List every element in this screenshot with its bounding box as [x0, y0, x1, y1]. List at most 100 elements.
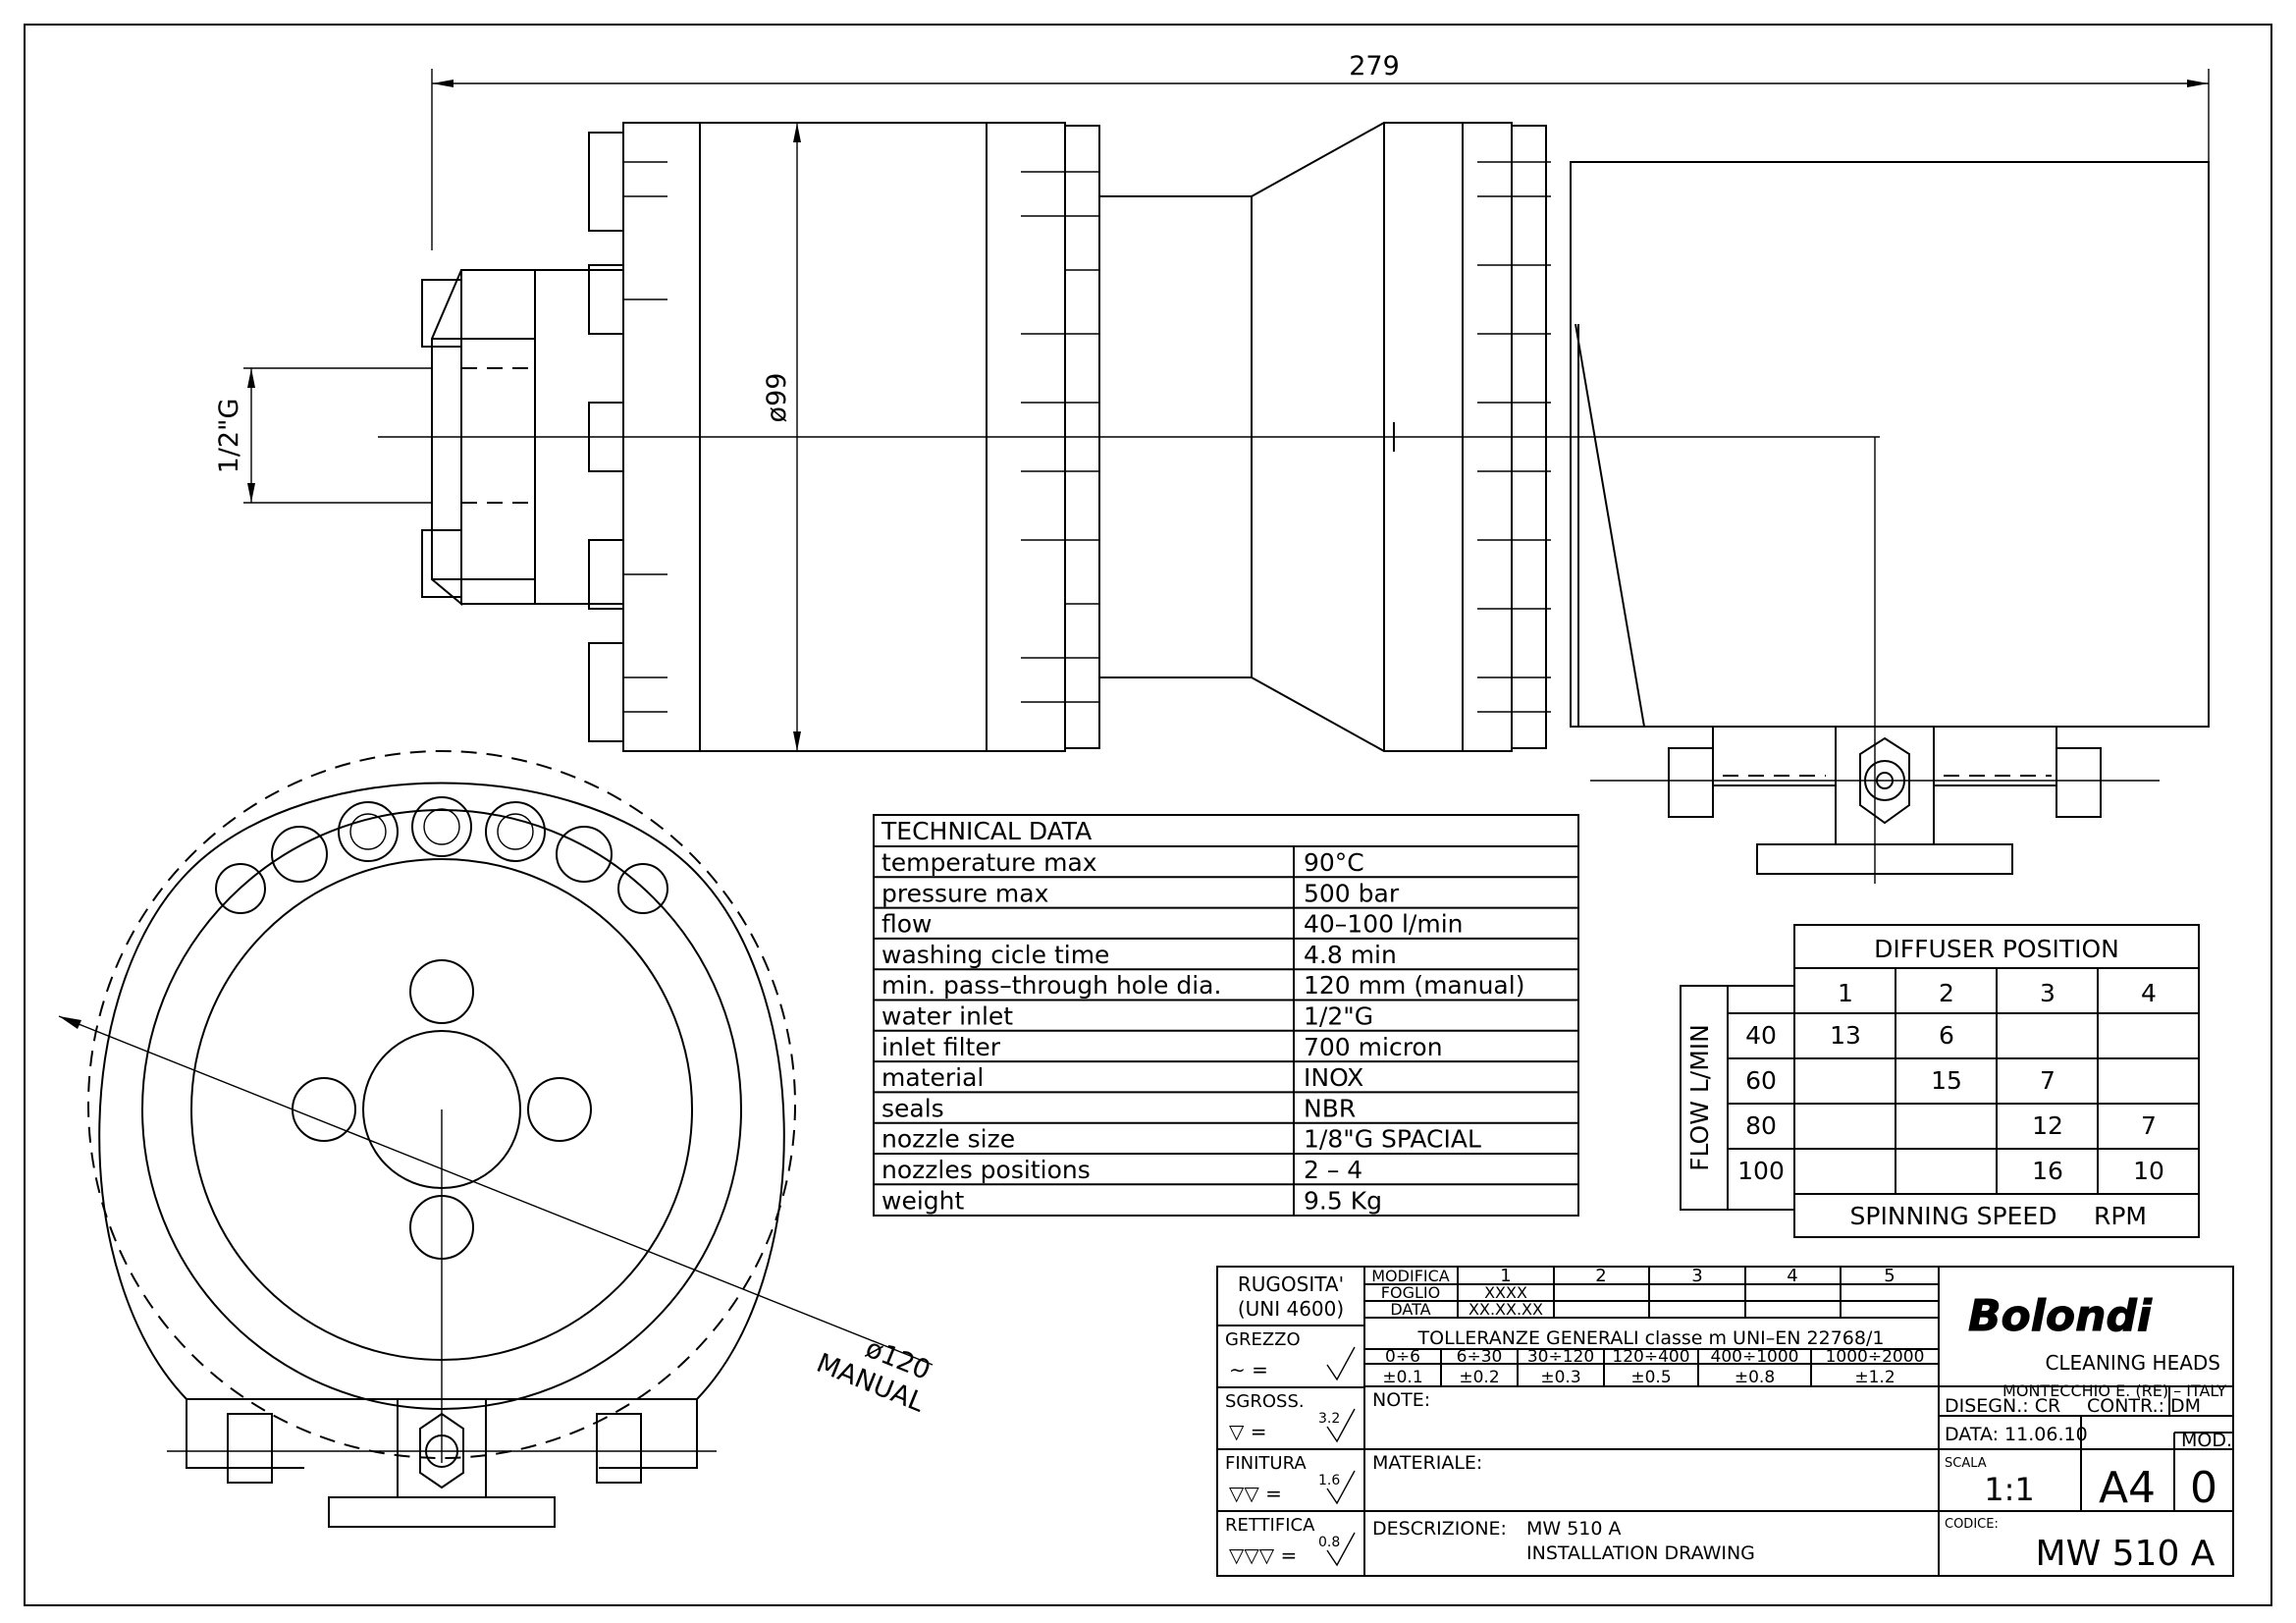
- descrizione-label: DESCRIZIONE:: [1372, 1518, 1507, 1540]
- td-value: 1/2"G: [1304, 1002, 1373, 1031]
- finish-check-mark: [1326, 1408, 1356, 1443]
- finish-name: RETTIFICA: [1225, 1515, 1315, 1536]
- flow-axis-label: FLOW L/MIN: [1685, 1024, 1714, 1171]
- diffuser-title: DIFFUSER POSITION: [1874, 935, 2119, 963]
- tolerance-value: ±0.1: [1382, 1368, 1422, 1387]
- flow-value: 100: [1737, 1157, 1785, 1185]
- td-label: flow: [881, 910, 933, 939]
- tolerance-value: ±0.3: [1540, 1368, 1580, 1387]
- flow-value: 60: [1745, 1066, 1777, 1095]
- inlet-fitting-body: [460, 269, 536, 605]
- flow-value: 80: [1745, 1111, 1777, 1140]
- end-port-top: [409, 959, 474, 1024]
- diffuser-column-header: 4: [2141, 979, 2157, 1007]
- rpm-cell: 7: [2040, 1066, 2056, 1095]
- modifica-column: 1: [1500, 1266, 1511, 1286]
- modifica-column: 3: [1691, 1266, 1702, 1286]
- base-plate: [1756, 843, 2013, 875]
- rpm-label: RPM: [2094, 1202, 2147, 1230]
- td-value: 4.8 min: [1304, 941, 1397, 969]
- finish-symbol: ▽▽ =: [1229, 1482, 1282, 1505]
- dim-arrow-left: [432, 80, 454, 87]
- finish-value: 1.6: [1318, 1473, 1340, 1488]
- td-value: 90°C: [1304, 848, 1364, 877]
- title-block: RUGOSITA' (UNI 4600) GREZZO∼ =SGROSS.▽ =…: [1216, 1266, 2234, 1577]
- descrizione-line1: MW 510 A: [1526, 1518, 1622, 1540]
- diffuser-column-header: 3: [2040, 979, 2056, 1007]
- format-value: A4: [2099, 1463, 2156, 1513]
- td-label: nozzles positions: [881, 1156, 1091, 1184]
- dia120-arrow: [59, 1016, 81, 1029]
- end-port-left: [292, 1077, 356, 1142]
- end-view: ø120 MANUAL: [58, 750, 934, 1528]
- end-body-outline: [98, 782, 785, 1400]
- modifica-label: MODIFICA: [1371, 1267, 1450, 1285]
- descrizione-line2: INSTALLATION DRAWING: [1526, 1542, 1755, 1564]
- modifica-column: 2: [1595, 1266, 1606, 1286]
- td-value: 2 – 4: [1304, 1156, 1362, 1184]
- dia99-label: ø99: [762, 373, 792, 423]
- data-label: DATA: [1390, 1300, 1430, 1319]
- finish-symbol: ▽ =: [1229, 1420, 1267, 1443]
- modifica-column: 5: [1884, 1266, 1895, 1286]
- finish-name: GREZZO: [1225, 1329, 1301, 1350]
- left-nozzle: [1668, 747, 1714, 818]
- td-value: 9.5 Kg: [1304, 1186, 1382, 1215]
- td-label: water inlet: [881, 1002, 1013, 1031]
- flow-value: 40: [1745, 1021, 1777, 1050]
- company-city: MONTECCHIO E. (RE) – ITALY: [2002, 1381, 2226, 1400]
- foglio-label: FOGLIO: [1381, 1283, 1440, 1302]
- company-sub: CLEANING HEADS: [2045, 1351, 2220, 1375]
- td-label: pressure max: [881, 879, 1048, 907]
- dim-label-279: 279: [1349, 51, 1400, 81]
- finish-check-mark: [1326, 1346, 1356, 1381]
- foglio-value: XXXX: [1484, 1283, 1527, 1302]
- tolerance-range: 120÷400: [1612, 1347, 1689, 1367]
- scala-label: SCALA: [1945, 1456, 1987, 1471]
- tolerance-title: TOLLERANZE GENERALI classe m UNI–EN 2276…: [1417, 1327, 1885, 1349]
- nozzle-hex: [1859, 736, 1910, 825]
- td-label: weight: [881, 1186, 964, 1215]
- end-bolt-heads: [215, 796, 668, 914]
- rpm-cell: 15: [1931, 1066, 1962, 1095]
- tolerance-range: 6÷30: [1457, 1347, 1503, 1367]
- spinning-speed-label: SPINNING SPEED: [1850, 1202, 2057, 1230]
- inlet-arrow-bottom: [247, 483, 255, 503]
- diffuser-column-header: 1: [1838, 979, 1853, 1007]
- finish-symbol: ▽▽▽ =: [1229, 1543, 1297, 1567]
- td-value: 1/8"G SPACIAL: [1304, 1125, 1481, 1154]
- nozzle-hub: [1835, 726, 1935, 845]
- td-label: temperature max: [881, 848, 1097, 877]
- finish-symbol: ∼ =: [1229, 1358, 1268, 1381]
- td-label: inlet filter: [881, 1033, 1001, 1061]
- td-label: seals: [881, 1094, 944, 1122]
- note-label: NOTE:: [1372, 1389, 1430, 1411]
- head-cone-line: [1575, 323, 1645, 728]
- mod-value: 0: [2190, 1463, 2217, 1513]
- td-value: 120 mm (manual): [1304, 971, 1524, 1000]
- finish-check-mark: [1326, 1532, 1356, 1567]
- finish-name: FINITURA: [1225, 1453, 1307, 1474]
- tolerance-value: ±0.2: [1459, 1368, 1499, 1387]
- end-right-nozzle: [596, 1413, 642, 1484]
- right-nozzle: [2056, 747, 2102, 818]
- rugosita-label: RUGOSITA': [1238, 1272, 1344, 1296]
- spinning-head-housing: [1570, 161, 2210, 728]
- inlet-thread-label: 1/2"G: [214, 399, 244, 474]
- end-base-plate: [328, 1496, 556, 1528]
- dia99-arrow-top: [793, 123, 801, 142]
- finish-value: 0.8: [1318, 1535, 1340, 1550]
- codice-value: MW 510 A: [2036, 1534, 2216, 1574]
- end-port-right: [527, 1077, 592, 1142]
- left-bolt-column: [588, 132, 667, 742]
- finish-check-mark: [1326, 1470, 1356, 1505]
- side-view: 279 1/2"G ø99: [214, 51, 2210, 884]
- tolerance-range: 0÷6: [1385, 1347, 1420, 1367]
- sheet-border: [24, 24, 2272, 1606]
- td-label: washing cicle time: [881, 941, 1109, 969]
- tolerance-range: 400÷1000: [1711, 1347, 1799, 1367]
- codice-label: CODICE:: [1945, 1517, 1999, 1532]
